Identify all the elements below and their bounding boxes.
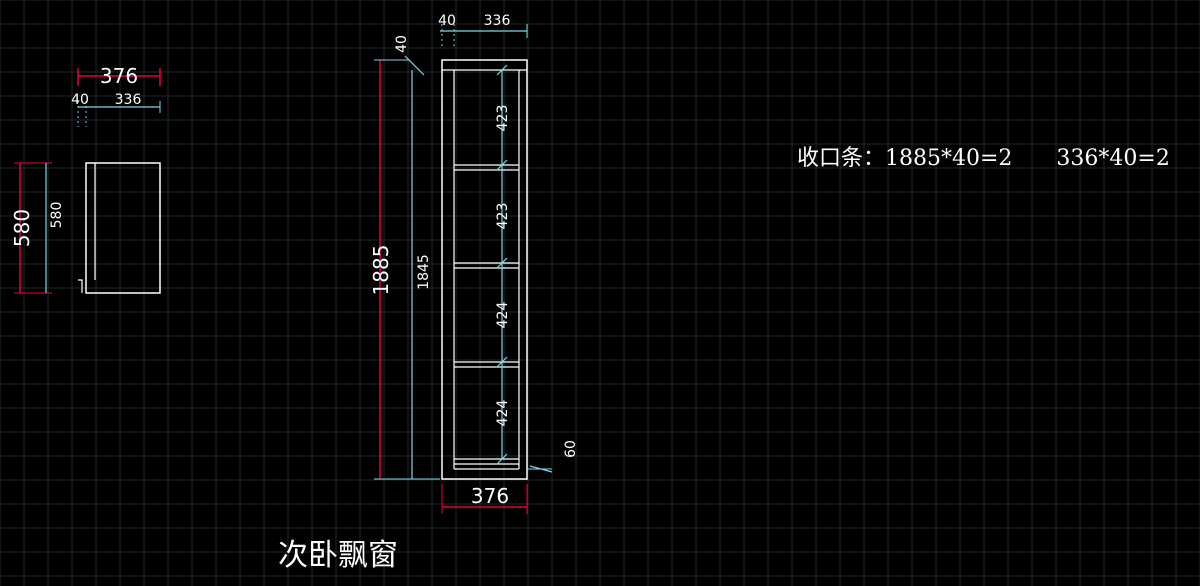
- trim-strip-note: 收口条：1885*40=2 336*40=2: [797, 146, 1170, 171]
- front-top-offset-leader: [404, 55, 425, 76]
- front-shelf-4-label: 424: [495, 400, 511, 427]
- side-inner-height-label: 580: [49, 202, 65, 229]
- front-shelf-dim-ticks: [496, 64, 508, 465]
- side-sub-width-left-label: 40: [71, 92, 89, 108]
- front-overall-height-label: 1885: [369, 245, 393, 296]
- front-view: 423 423 424 424 40 336 40 1885 1845 60 3…: [369, 13, 579, 514]
- front-shelf-1-label: 423: [495, 105, 511, 132]
- front-top-offset-label: 40: [394, 35, 410, 53]
- side-view: 376 40 336 580 580: [10, 64, 161, 294]
- drawing-caption: 次卧飘窗: [278, 538, 398, 573]
- front-top-width-left-label: 40: [438, 13, 456, 29]
- side-sub-width-right-label: 336: [115, 92, 142, 108]
- front-inner-height-label: 1845: [416, 254, 432, 290]
- front-shelf-3-label: 424: [495, 302, 511, 329]
- front-bottom-offset-label: 60: [563, 440, 579, 458]
- front-top-width-right-label: 336: [484, 13, 511, 29]
- side-view-outline: [85, 162, 161, 294]
- side-view-front-edge: [78, 163, 96, 293]
- side-overall-height-label: 580: [10, 209, 34, 247]
- side-overall-width-label: 376: [100, 64, 138, 88]
- front-outer-frame: [441, 59, 528, 480]
- front-shelf-2-label: 423: [495, 203, 511, 230]
- front-bottom-width-label: 376: [471, 484, 509, 508]
